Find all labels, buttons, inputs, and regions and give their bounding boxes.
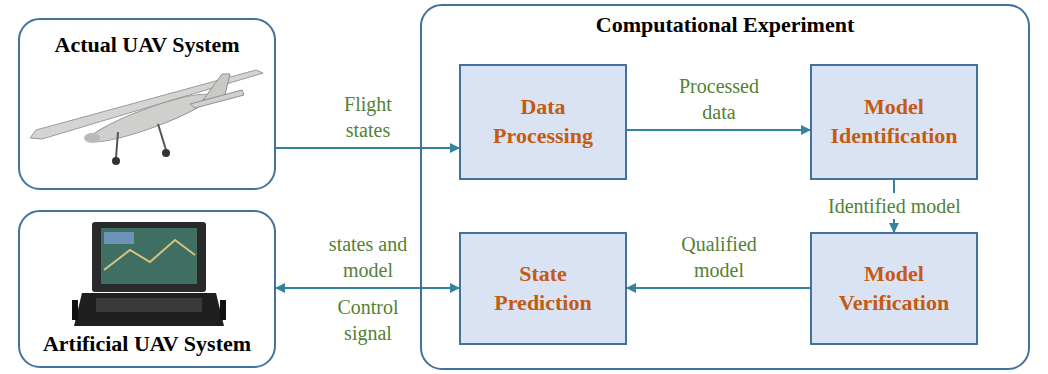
box-text: Model Verification: [822, 260, 966, 317]
process-box: State Prediction: [459, 232, 627, 345]
laptop-handle: [220, 300, 226, 320]
system-panel: Artificial UAV System: [18, 210, 276, 368]
uav-wheel: [112, 157, 120, 165]
uav-tail-plane: [190, 90, 244, 108]
uav-nose: [84, 133, 100, 143]
flow-label: Qualified model: [674, 231, 764, 283]
laptop-lid: [92, 222, 206, 292]
laptop-handle: [72, 300, 78, 320]
system-panel: Actual UAV System: [18, 18, 276, 190]
uav-wheel: [162, 149, 170, 157]
laptop-illustration: [72, 222, 226, 326]
laptop-base: [74, 293, 224, 326]
flow-label: states and model: [312, 231, 424, 283]
box-text: Data Processing: [471, 93, 615, 150]
flow-label: Identified model: [824, 193, 965, 219]
process-box: Model Verification: [810, 232, 978, 345]
uav-illustration: [30, 70, 263, 165]
flow-label: Processed data: [667, 73, 771, 125]
panel-title: Actual UAV System: [51, 32, 244, 57]
screen-panel: [104, 232, 134, 244]
flow-label: Control signal: [326, 294, 410, 346]
uav-gear: [116, 132, 118, 158]
process-box: Data Processing: [459, 64, 627, 180]
panel-title: Computational Experiment: [592, 12, 859, 37]
box-text: Model Identification: [822, 93, 966, 150]
flow-label: Flight states: [332, 91, 404, 143]
uav-fuselage: [86, 87, 213, 150]
process-box: Model Identification: [810, 64, 978, 180]
flow-arrow: [627, 129, 810, 131]
panel-title: Artificial UAV System: [39, 331, 255, 356]
laptop-screen: [101, 228, 197, 284]
flow-arrow: [276, 287, 459, 289]
uav-gear: [158, 124, 166, 150]
flow-arrow: [627, 287, 810, 289]
flow-arrow: [276, 147, 459, 149]
laptop-keyboard: [96, 298, 202, 312]
box-text: State Prediction: [471, 260, 615, 317]
screen-map: [104, 240, 195, 270]
group-container: Computational ExperimentData ProcessingM…: [420, 4, 1030, 370]
